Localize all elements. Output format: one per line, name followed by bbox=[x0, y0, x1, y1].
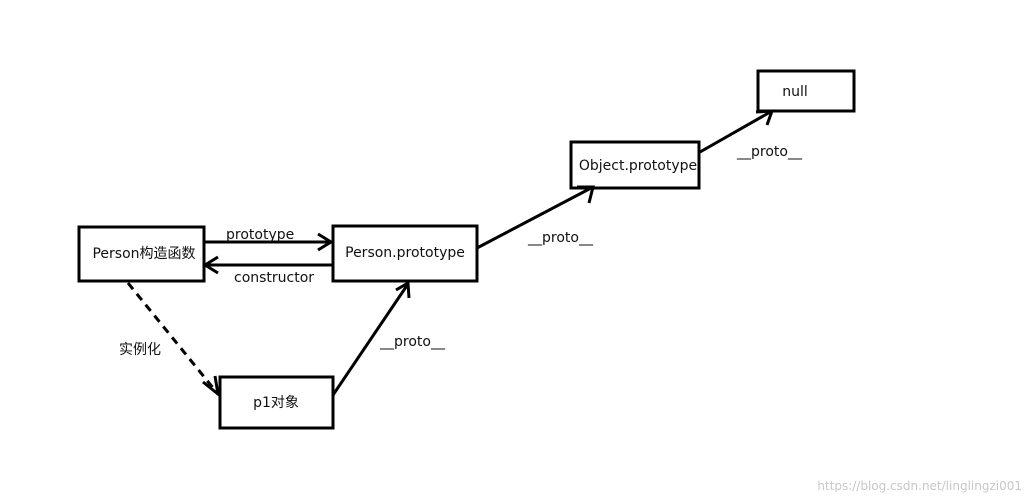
edge-object-proto-arrowhead bbox=[755, 109, 775, 126]
node-p1-object: p1对象 bbox=[218, 375, 335, 430]
edge-constructor-label: constructor bbox=[234, 270, 314, 286]
edge-p1-proto: __proto__ bbox=[331, 280, 446, 396]
edge-object-proto-line bbox=[699, 109, 773, 154]
node-person-constructor: Person构造函数 bbox=[77, 225, 206, 283]
node-null: null bbox=[756, 69, 856, 113]
edge-person-proto: __proto__ bbox=[476, 185, 595, 250]
node-person-constructor-box bbox=[77, 225, 206, 283]
edge-instantiate-arrowhead bbox=[202, 375, 221, 398]
watermark-text: https://blog.csdn.net/linglingzi001 bbox=[817, 479, 1022, 493]
edge-p1-proto-arrowhead bbox=[395, 280, 411, 299]
edge-person-proto-arrowhead bbox=[577, 185, 595, 204]
node-person-prototype-label: Person.prototype bbox=[345, 245, 465, 261]
node-object-prototype: Object.prototype bbox=[569, 140, 701, 190]
edge-object-proto: __proto__ bbox=[699, 109, 803, 160]
edge-instantiate-line bbox=[126, 282, 220, 395]
edge-p1-proto-line bbox=[331, 283, 410, 396]
edge-person-proto-line bbox=[476, 185, 594, 250]
edge-instantiate-label: 实例化 bbox=[119, 342, 161, 358]
node-person-prototype: Person.prototype bbox=[331, 224, 479, 283]
node-object-prototype-label: Object.prototype bbox=[579, 158, 697, 174]
node-person-constructor-label: Person构造函数 bbox=[92, 246, 195, 262]
edge-object-proto-label: __proto__ bbox=[736, 144, 803, 160]
node-person-prototype-box bbox=[331, 224, 479, 283]
edge-prototype-arrowhead bbox=[317, 232, 334, 252]
node-p1-object-label: p1对象 bbox=[253, 395, 299, 411]
node-object-prototype-box bbox=[569, 140, 701, 190]
node-null-label: null bbox=[782, 84, 808, 100]
edge-constructor: constructor bbox=[202, 255, 333, 286]
edge-prototype: prototype bbox=[205, 227, 334, 252]
node-null-box bbox=[756, 69, 856, 113]
edge-p1-proto-label: __proto__ bbox=[379, 334, 446, 350]
edge-instantiate: 实例化 bbox=[119, 282, 221, 398]
edge-person-proto-label: __proto__ bbox=[527, 230, 594, 246]
edge-constructor-arrowhead bbox=[202, 255, 219, 275]
node-p1-object-box bbox=[218, 375, 335, 430]
edge-prototype-label: prototype bbox=[226, 227, 294, 243]
